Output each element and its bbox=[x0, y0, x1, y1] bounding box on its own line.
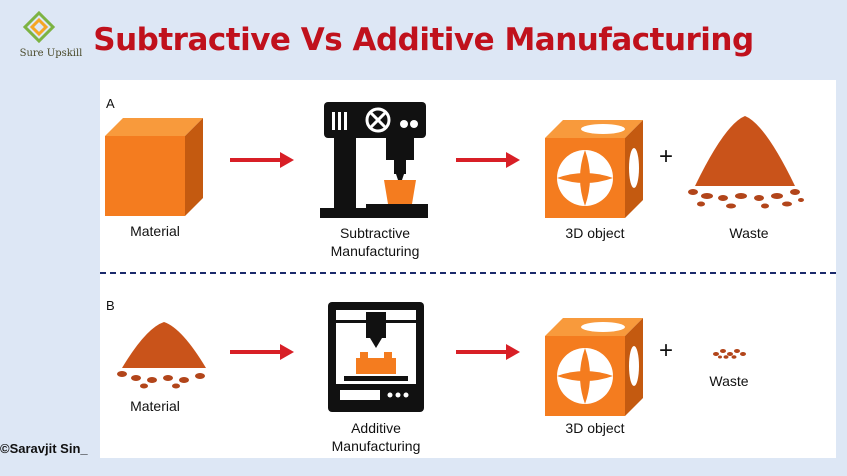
logo-text: Sure Upskill bbox=[19, 48, 83, 59]
page-title: Subtractive Vs Additive Manufacturing bbox=[93, 22, 754, 58]
section-b-process-line2: Manufacturing bbox=[331, 438, 421, 454]
powder-material-icon bbox=[117, 322, 206, 389]
arrow-right-icon bbox=[456, 344, 520, 360]
arrow-right-icon bbox=[230, 152, 294, 168]
section-a-waste-label: Waste bbox=[729, 225, 769, 241]
small-waste-icon bbox=[713, 349, 746, 359]
plus-sign: + bbox=[658, 337, 673, 364]
section-b-letter: B bbox=[106, 298, 115, 313]
section-b-process-line1: Additive bbox=[351, 420, 401, 436]
plus-sign: + bbox=[658, 143, 673, 170]
arrow-right-icon bbox=[230, 344, 294, 360]
section-b-process-label: Additive Manufacturing bbox=[312, 419, 440, 455]
arrow-right-icon bbox=[456, 152, 520, 168]
section-a-process-line1: Subtractive bbox=[339, 225, 411, 241]
section-b-waste-label: Waste bbox=[709, 373, 749, 389]
material-cube-icon bbox=[105, 118, 203, 216]
section-divider bbox=[100, 272, 836, 274]
section-b-material-label: Material bbox=[130, 398, 180, 414]
logo-mark-icon bbox=[22, 10, 56, 44]
waste-pile-icon bbox=[688, 116, 804, 209]
section-a-material-label: Material bbox=[130, 223, 180, 239]
copyright-text: ©Saravjit Sin_ bbox=[0, 441, 88, 456]
section-a-process-label: Subtractive Manufacturing bbox=[315, 224, 435, 260]
diagram-panel: A Material Subtractive Manufacturing bbox=[100, 80, 836, 458]
logo: Sure Upskill bbox=[8, 8, 98, 66]
section-a-letter: A bbox=[106, 96, 115, 111]
section-a-object-label: 3D object bbox=[565, 225, 625, 241]
section-b-object-label: 3D object bbox=[565, 420, 625, 436]
3d-object-icon bbox=[545, 120, 643, 218]
milling-machine-icon bbox=[320, 102, 428, 218]
3d-printer-icon bbox=[328, 302, 424, 412]
section-a-process-line2: Manufacturing bbox=[330, 243, 420, 259]
3d-object-icon bbox=[545, 318, 643, 416]
